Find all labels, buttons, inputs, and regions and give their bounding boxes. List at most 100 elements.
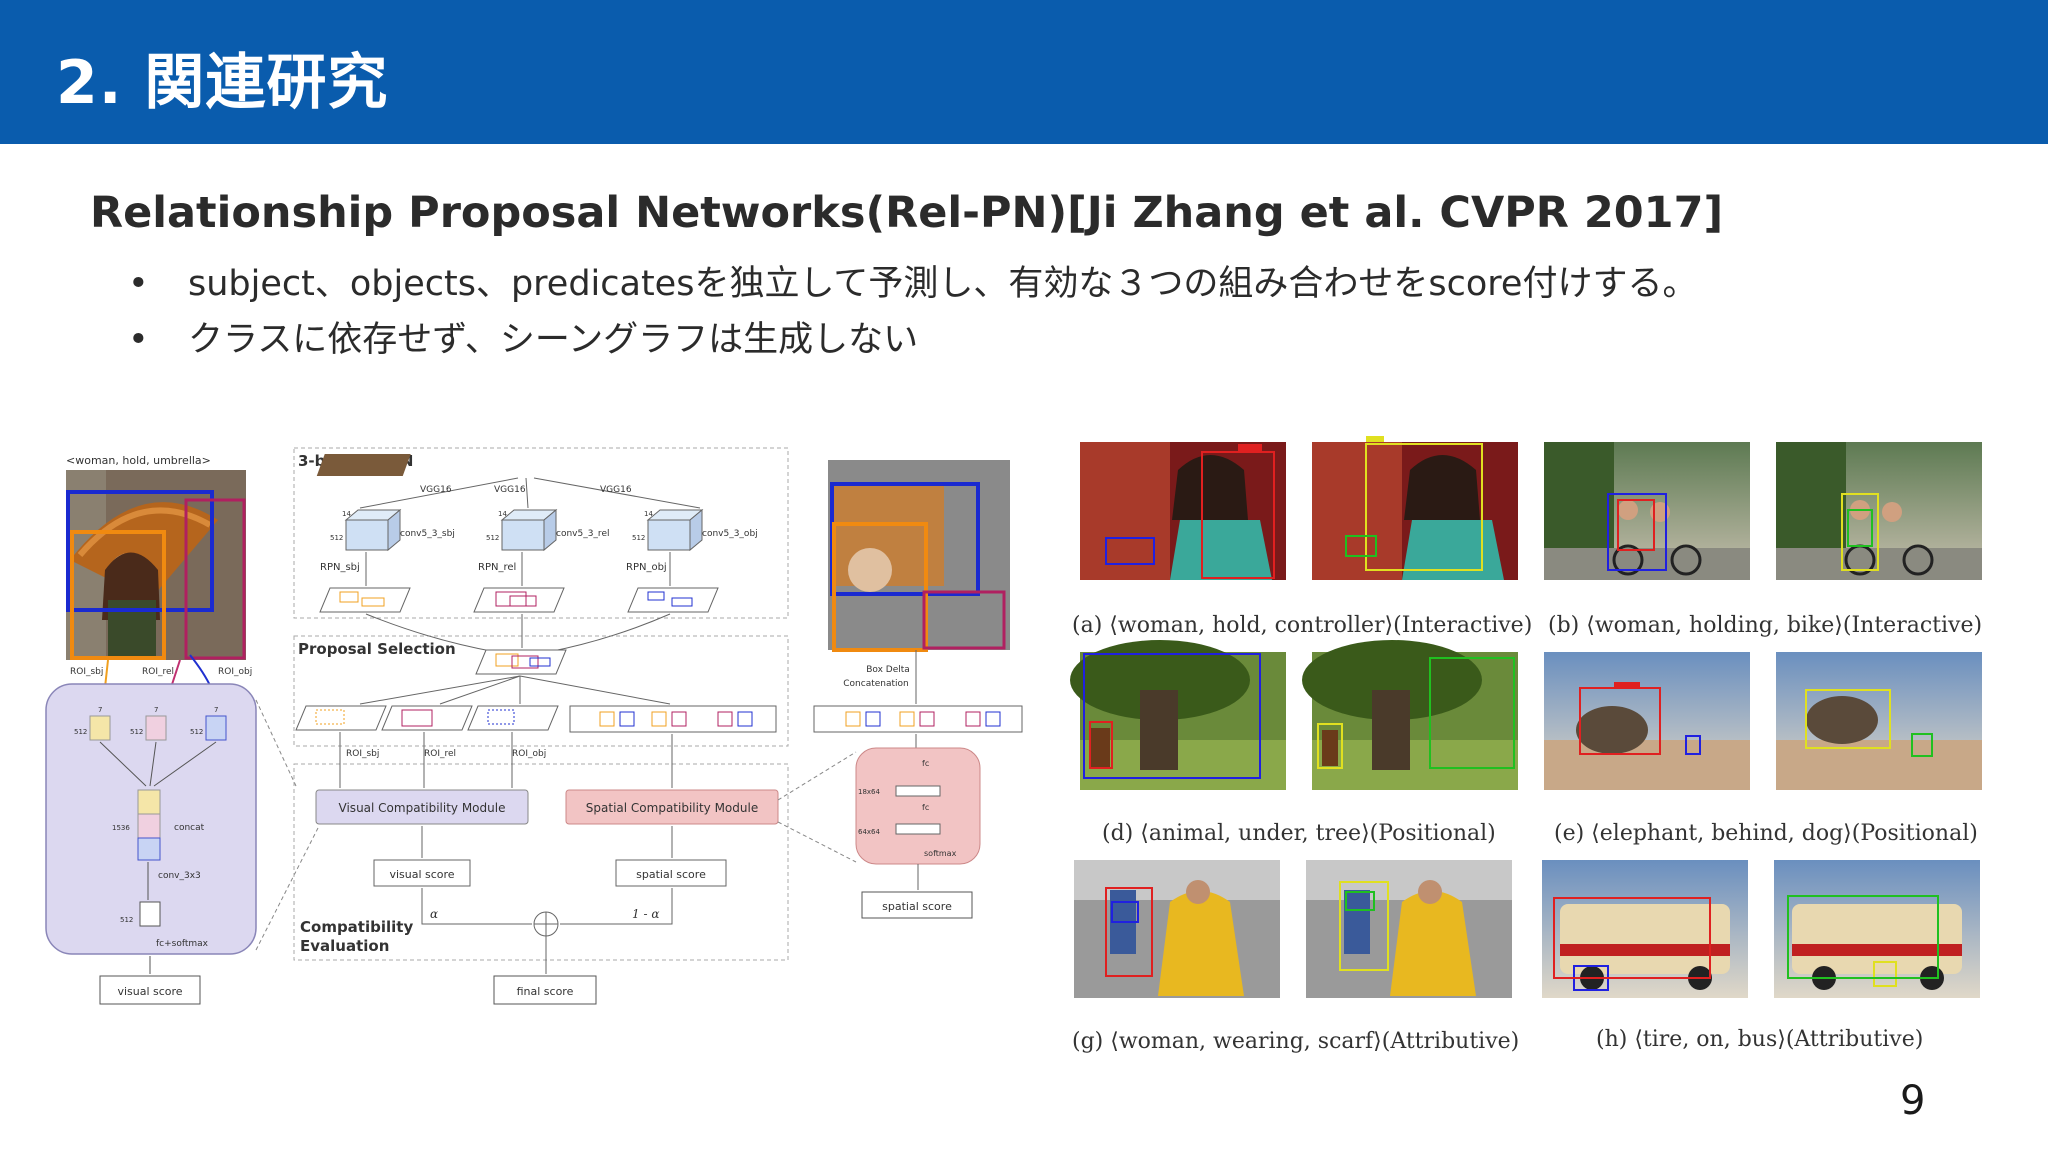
visual-score-box [373,859,471,887]
example-caption: (e) ⟨elephant, behind, dog⟩(Positional) [1554,821,1978,846]
example-photo-h2 [1774,860,1980,998]
visual-score-label: visual score [389,868,454,881]
fc-softmax-label: fc+softmax [156,939,209,949]
box-delta-label: Concatenation [843,679,908,689]
example-photo-g1 [1074,860,1280,998]
dim-label: 512 [74,728,87,736]
box-delta-label: Box Delta [866,665,910,675]
roi-sbj-label: ROI_sbj [346,749,379,759]
spatial-module-box [565,789,779,825]
visual-module-label: Visual Compatibility Module [339,801,506,815]
visual-score-box [99,975,201,1005]
slide-title: 2. 関連研究 [56,48,389,118]
spatial-module-label: Spatial Compatibility Module [586,801,758,815]
proposal-selection-title: Proposal Selection [298,640,456,658]
bullet-item: • クラスに依存せず、シーングラフは生成しない [120,312,1697,368]
example-photo-e2 [1776,652,1982,790]
conv-cubes [344,508,704,552]
example-photo-b1 [1544,442,1750,580]
alpha-label: α [430,907,438,921]
dim-label: 512 [190,728,203,736]
proposal-selection-panel [293,635,789,747]
dim-label: 7 [98,706,102,714]
spatial-photo [828,460,1010,652]
example-caption: (d) ⟨animal, under, tree⟩(Positional) [1102,821,1496,846]
vgg-label: VGG16 [494,485,526,495]
example-caption: (g) ⟨woman, wearing, scarf⟩(Attributive) [1072,1029,1519,1054]
delta-vector [569,705,777,733]
roi-obj-label: ROI_obj [218,667,252,677]
dim-label: 512 [632,534,645,542]
example-photo-a1 [1080,442,1286,580]
spatial-score-label: spatial score [882,900,952,913]
bullet-text: クラスに依存せず、シーングラフは生成しない [188,320,919,360]
input-photo [66,470,246,660]
compat-eval-title: Evaluation [300,937,389,955]
dim-label: 14 [644,510,653,518]
dim-label: 1536 [112,824,130,832]
page-number: 9 [1900,1078,1926,1124]
paper-title: Relationship Proposal Networks(Rel-PN)[J… [90,188,1724,238]
conv3x3-label: conv_3x3 [158,871,201,881]
dim-label: 14 [342,510,351,518]
spatial-score-label: spatial score [636,868,706,881]
one-minus-alpha-label: 1 - α [632,907,659,921]
spatial-module-detail [855,747,981,865]
concat-label: concat [174,823,205,833]
roi-rel-label: ROI_rel [424,749,456,759]
bullet-list: • subject、objects、predicatesを独立して予測し、有効な３… [120,256,1697,368]
example-photo-a2 [1312,436,1518,580]
fc-label: fc [922,759,929,768]
example-caption: (a) ⟨woman, hold, controller⟩(Interactiv… [1072,613,1532,638]
example-photo-e1 [1544,652,1750,790]
selected-proposals [475,649,567,675]
final-score-box [493,975,597,1005]
dim-label: 512 [130,728,143,736]
final-score-label: final score [517,985,574,998]
architecture-diagram: <woman, hold, umbrella> ROI_sbj ROI_rel … [45,447,1023,1005]
bullet-symbol: • [128,264,149,304]
example-caption: (b) ⟨woman, holding, bike⟩(Interactive) [1548,613,1982,638]
rpn-sbj-label: RPN_sbj [320,562,360,573]
vgg-label: VGG16 [600,485,632,495]
example-photo-h1 [1542,860,1748,998]
dim-label: 512 [120,916,133,924]
bullet-item: • subject、objects、predicatesを独立して予測し、有効な３… [120,256,1697,312]
rpn-proposals [319,587,719,613]
rpn-obj-label: RPN_obj [626,562,667,573]
example-grid: (a) ⟨woman, hold, controller⟩(Interactiv… [1070,436,1982,1054]
rpn-input-image [316,454,411,476]
roi-obj-label: ROI_obj [512,749,546,759]
compat-eval-title: Compatibility [300,918,413,936]
spatial-score-box [861,891,973,919]
visual-score-label: visual score [117,985,182,998]
dim-label: 7 [214,706,218,714]
fc-label: fc [922,803,929,812]
roi-cubes: 512 512 512 7 7 7 [74,706,227,741]
roi-rel-label: ROI_rel [142,667,174,677]
compatibility-evaluation-panel [293,763,789,961]
triplet-label: <woman, hold, umbrella> [66,454,211,467]
softmax-label: softmax [924,849,957,858]
conv-sbj-label: conv5_3_sbj [400,529,455,539]
example-photo-g2 [1306,860,1512,998]
dim-label: 64x64 [858,828,881,836]
visual-module-box [315,789,529,825]
vgg-label: VGG16 [420,485,452,495]
example-caption: (h) ⟨tire, on, bus⟩(Attributive) [1596,1027,1923,1052]
rpn-rel-label: RPN_rel [478,562,516,573]
roi-sbj-label: ROI_sbj [70,667,103,677]
rpn-panel [293,447,789,619]
spatial-score-box [615,859,727,887]
conv-obj-label: conv5_3_obj [702,529,758,539]
dim-label: 14 [498,510,507,518]
bullet-text: subject、objects、predicatesを独立して予測し、有効な３つ… [188,264,1698,304]
slide-header: 2. 関連研究 [0,0,2048,144]
dim-label: 18x64 [858,788,881,796]
bullet-symbol: • [128,320,149,360]
conv-rel-label: conv5_3_rel [556,529,609,539]
example-photo-b2 [1776,442,1982,580]
example-photo-d1 [1070,640,1286,790]
example-photo-d2 [1302,640,1518,790]
